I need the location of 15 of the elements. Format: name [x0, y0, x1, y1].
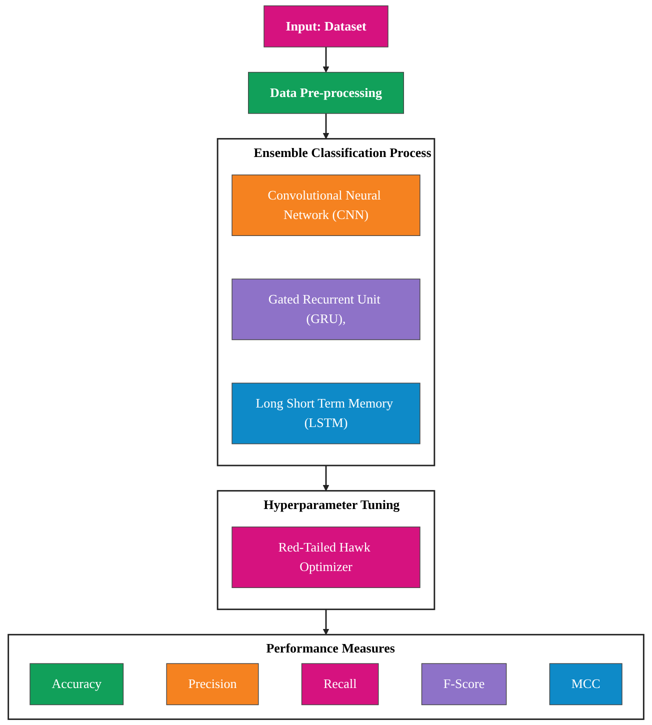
node-box: Precision — [166, 663, 259, 706]
node-box: Accuracy — [30, 663, 124, 706]
node-box: Convolutional Neural Network (CNN) — [232, 174, 420, 236]
node-box: Gated Recurrent Unit (GRU), — [232, 278, 420, 340]
arrow — [322, 609, 330, 635]
node-box: Recall — [301, 663, 379, 706]
arrow — [322, 46, 330, 73]
arrow — [322, 113, 330, 140]
node-box: Data Pre-processing — [248, 72, 404, 114]
node-box: Long Short Term Memory (LSTM) — [232, 382, 420, 444]
node-box: Input: Dataset — [264, 5, 388, 48]
arrow — [322, 466, 330, 492]
node-box: MCC — [549, 663, 622, 706]
node-box: Red-Tailed Hawk Optimizer — [232, 526, 420, 588]
node-box: F-Score — [421, 663, 507, 706]
